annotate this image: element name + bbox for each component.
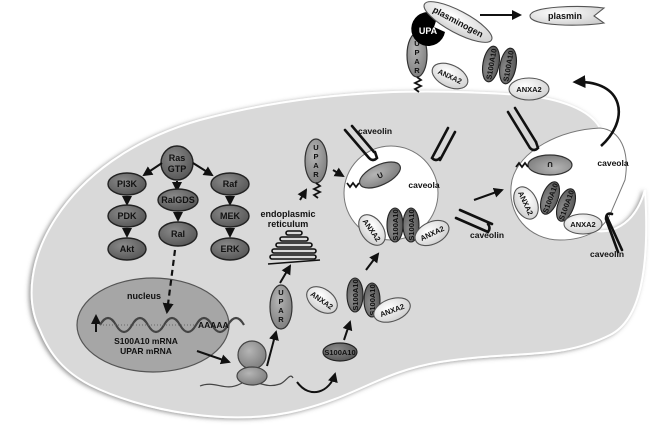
caveolin-1: caveolin [343,124,392,162]
ral-node: Ral [158,221,198,247]
svg-text:ERK: ERK [220,244,240,254]
endoplasmic-reticulum: endoplasmic reticulum [260,209,321,265]
svg-text:U: U [313,143,318,152]
arrow-ras-raf [192,162,214,177]
svg-text:A: A [313,161,319,170]
svg-text:A: A [414,57,420,66]
svg-text:R: R [278,315,284,324]
upar-protein-vesicle: U P A R [304,138,328,199]
arrow-s100a10-complex [342,320,353,341]
upa-protein: UPA [411,11,445,46]
svg-text:Raf: Raf [223,179,239,189]
svg-text:S100A10: S100A10 [368,284,377,315]
svg-text:ANXA2: ANXA2 [570,220,595,229]
er-label-2: reticulum [268,219,309,229]
mrna-wave [99,316,245,334]
svg-text:S100A10: S100A10 [407,209,416,240]
svg-text:A: A [278,306,284,315]
arrow-complex-caveola [365,252,380,271]
svg-text:PI3K: PI3K [117,179,138,189]
erk-node: ERK [210,237,250,261]
arrow-caveola-to-surface [473,187,504,201]
arrow-ras-pi3k [142,162,163,177]
gtp-label: GTP [168,164,187,174]
ribosome [199,340,294,388]
ras-gtp-node: Ras GTP [160,145,194,181]
polya-label: AAAAA [198,320,229,330]
arrow-ribosome-upar [266,330,279,367]
anxa2-s100a10-complex-cytoplasm: ANXA2 S100A10 S100A10 ANXA2 [306,277,411,323]
svg-text:plasmin: plasmin [548,11,582,21]
svg-text:RalGDS: RalGDS [161,195,195,205]
nucleus-label: nucleus [127,291,161,301]
ras-label: Ras [169,153,186,163]
pi3k-node: PI3K [107,172,147,196]
upa-label: UPA [419,26,438,36]
raf-node: Raf [210,172,250,196]
svg-text:U: U [278,288,283,297]
svg-text:MEK: MEK [220,211,241,221]
svg-text:R: R [313,170,319,179]
s100a10-monomer: S100A10 [322,342,358,362]
arrow-upar-caveola [332,167,345,178]
svg-text:U: U [547,160,552,169]
svg-text:S100A10: S100A10 [324,348,355,357]
arrow-upar-er [279,264,292,284]
svg-text:P: P [414,48,419,57]
caveolin-label-5: caveolin [590,249,624,259]
caveolin-4 [506,106,540,152]
caveola-internal: caveola U ANXA2 S100A10 S100A10 ANXA2 [343,145,450,247]
caveola-surface: caveola U ANXA2 S100A10 S100A10 ANXA2 [510,127,629,241]
akt-node: Akt [107,237,147,261]
mek-node: MEK [210,204,250,228]
anxa2-s100a10-complex-surface: ANXA2 S100A10 S100A10 ANXA2 [431,45,550,101]
svg-text:PDK: PDK [117,211,137,221]
arrow-ribosome-s100a10 [296,372,338,394]
arrow-caveola-recycle [572,75,621,147]
caveolin-label-1: caveolin [358,126,392,136]
mrna-label-upar: UPAR mRNA [120,346,172,356]
ralgds-node: RalGDS [157,188,199,212]
caveolin-3: caveolin [454,208,504,240]
caveola-label-2: caveola [597,158,628,168]
mrna-label-s100a10: S100A10 mRNA [114,336,178,346]
upar-in-caveola: U [359,161,401,189]
svg-text:P: P [313,152,318,161]
pdk-node: PDK [107,204,147,228]
nucleus: nucleus AAAAA S100A10 mRNA UPAR mRNA [76,277,245,373]
svg-text:U: U [414,39,419,48]
upar-protein-cytoplasm: U P A R [269,284,293,330]
er-label-1: endoplasmic [260,209,315,219]
dashed-arrow-ral-nucleus [162,249,177,315]
svg-text:U: U [376,170,385,180]
caveolin-5: caveolin [590,212,624,259]
svg-text:R: R [414,66,420,75]
svg-text:P: P [278,297,283,306]
arrow-nucleus-ribosome [196,350,231,365]
svg-text:Akt: Akt [120,244,135,254]
plasmin: plasmin [529,5,606,26]
svg-text:S100A10: S100A10 [391,209,400,240]
svg-text:S100A10: S100A10 [351,279,360,310]
svg-text:Ral: Ral [171,229,185,239]
caveolin-label-3: caveolin [470,230,504,240]
caveolin-2 [430,126,457,162]
caveola-label-1: caveola [408,180,439,190]
svg-text:ANXA2: ANXA2 [516,85,541,94]
ras-pathway: Ras GTP PI3K RalGDS Raf PDK Ral [107,145,250,261]
arrow-er-upar [297,188,308,201]
